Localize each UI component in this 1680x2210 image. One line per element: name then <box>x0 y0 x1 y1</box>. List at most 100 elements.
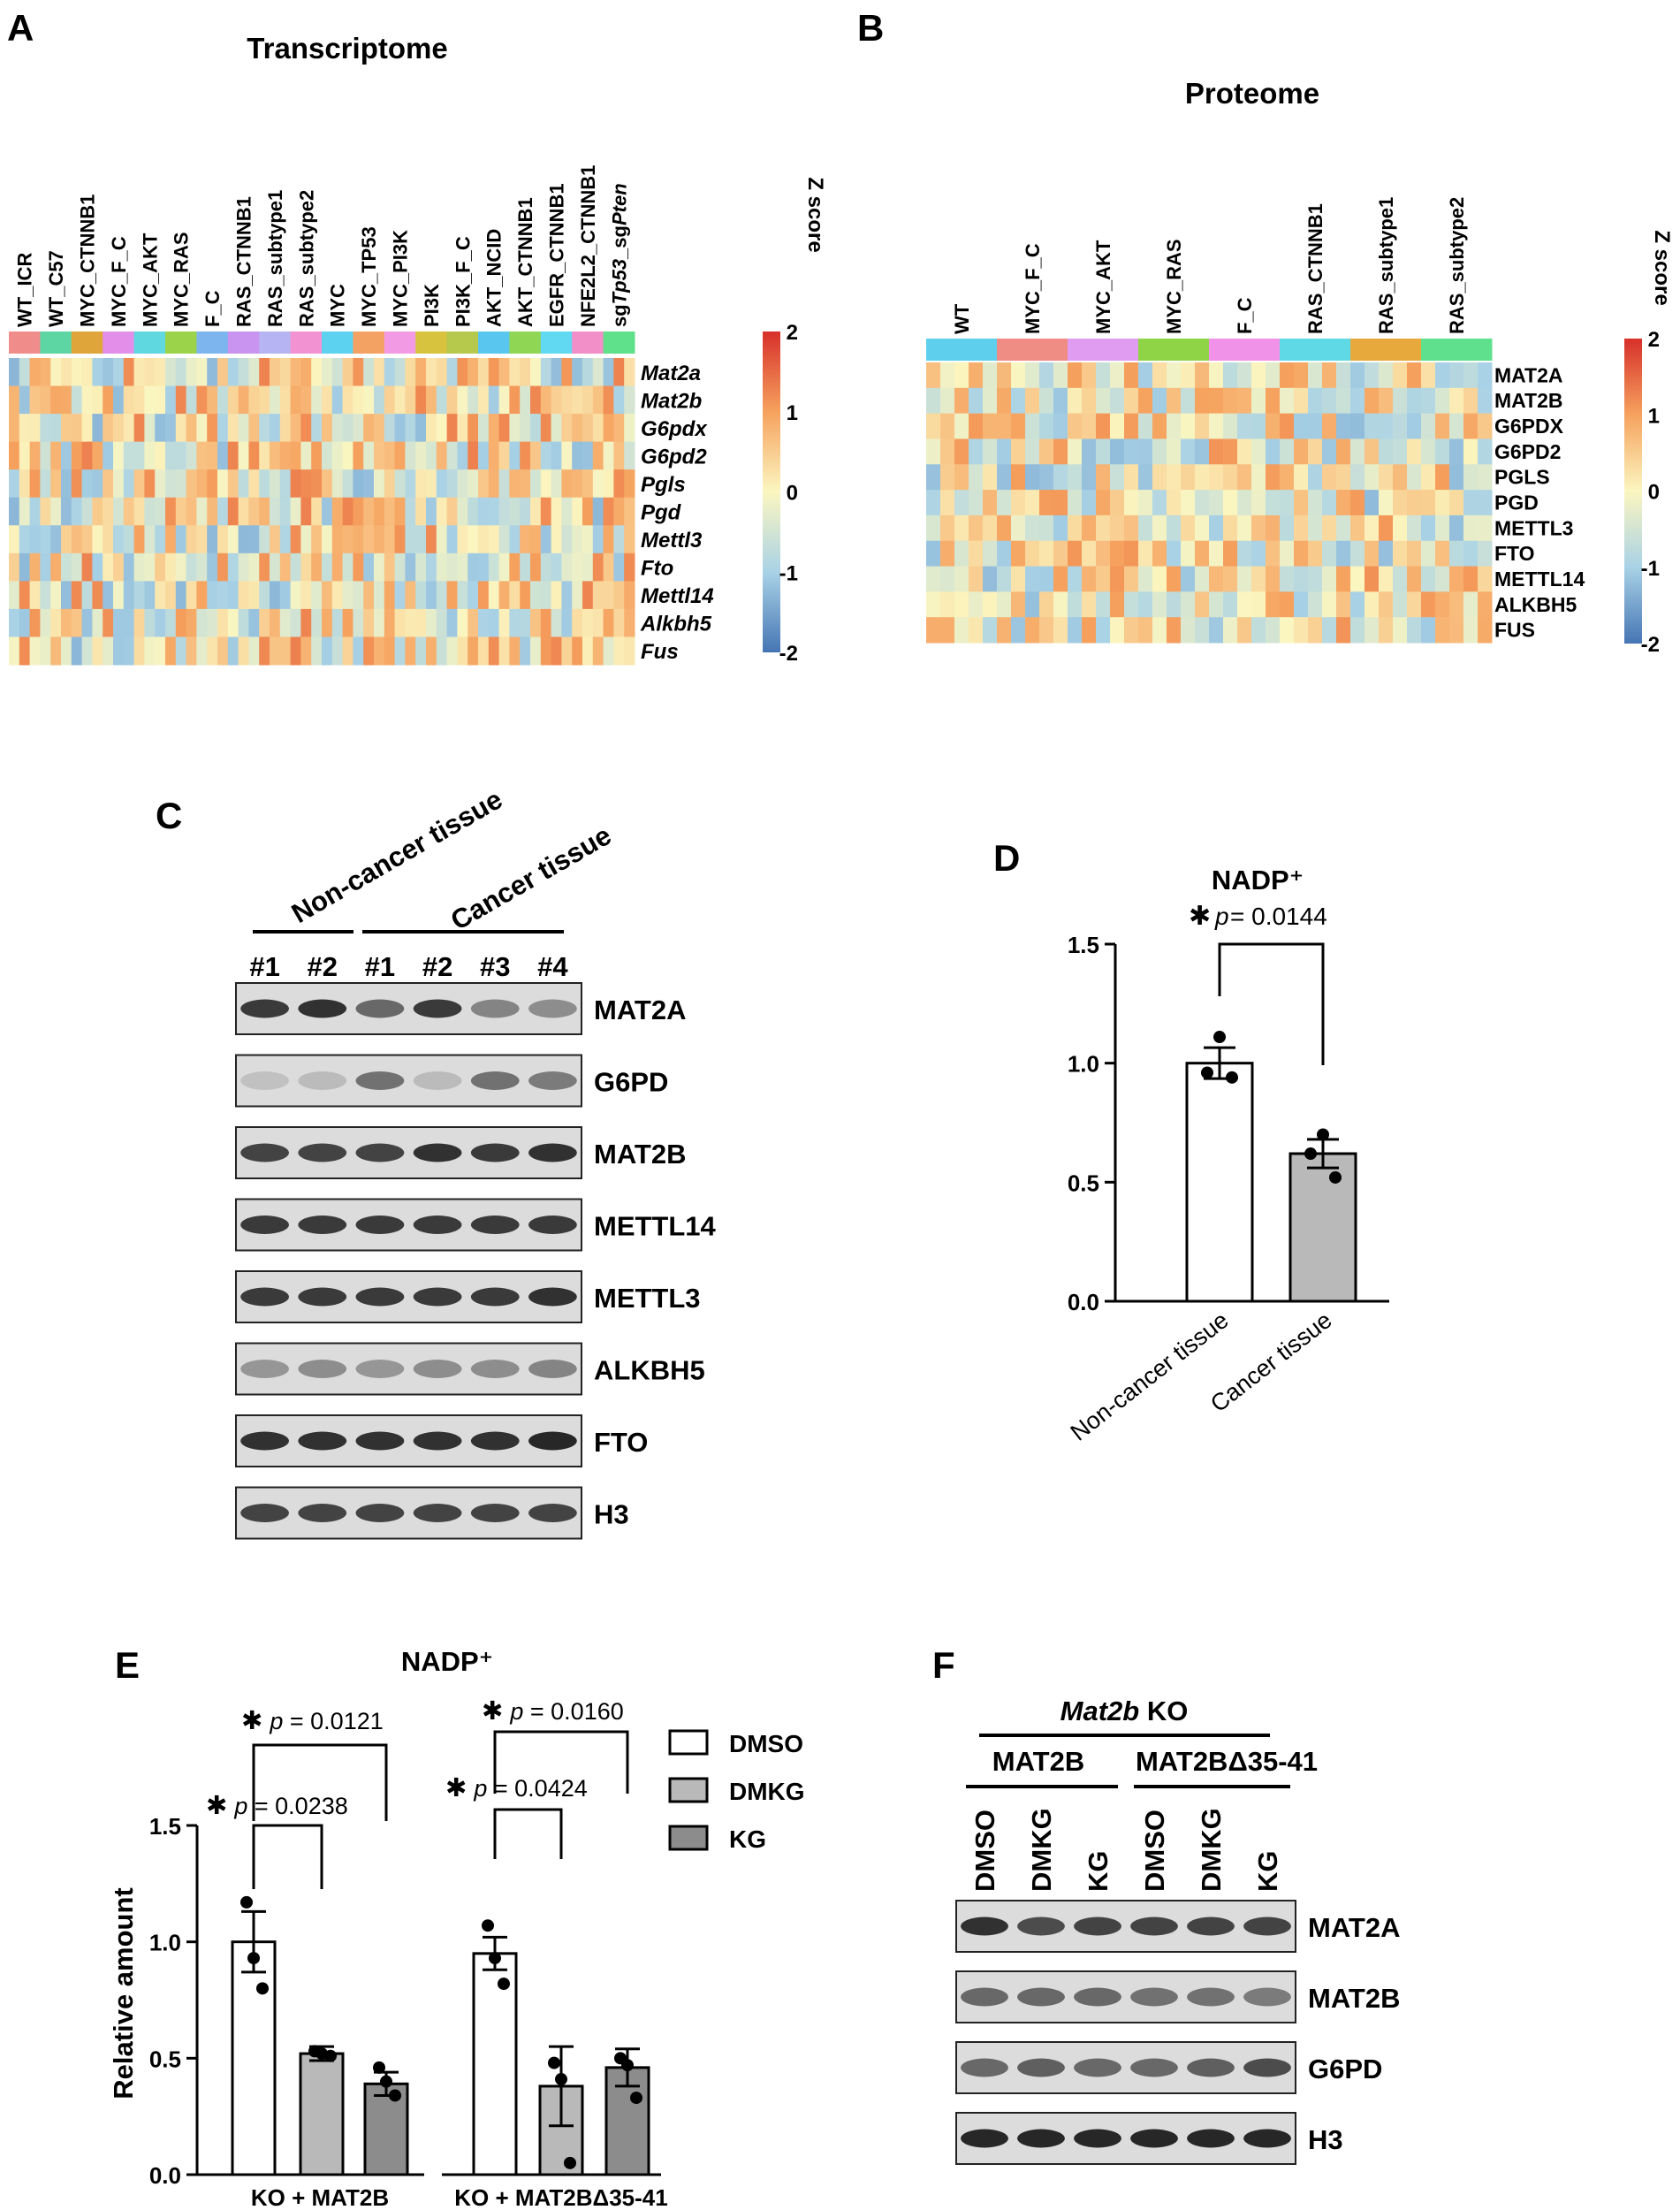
column-group-color <box>509 332 542 354</box>
heatmap-cell <box>270 385 281 415</box>
heatmap-cell <box>1181 438 1196 465</box>
heatmap-cell <box>311 385 323 415</box>
heatmap-cell <box>983 566 998 592</box>
blot-band <box>355 1071 405 1090</box>
heatmap-cell <box>1322 514 1337 542</box>
panel-f-header-ko: KO <box>1139 1696 1188 1726</box>
heatmap-cell <box>342 497 353 526</box>
heatmap-cell <box>446 469 458 499</box>
blot-frame <box>235 1126 582 1179</box>
heatmap-cell <box>1251 490 1266 516</box>
blot-label: MAT2A <box>594 994 686 1025</box>
heatmap-cell <box>572 469 583 499</box>
heatmap-cell <box>436 525 448 554</box>
heatmap-cell <box>1110 464 1125 491</box>
blot-band <box>1243 2058 1291 2077</box>
heatmap-cell <box>1039 540 1054 568</box>
p-label: p <box>473 1775 487 1802</box>
heatmap-cell <box>954 413 969 439</box>
heatmap-cell <box>520 414 531 443</box>
heatmap-cell <box>540 469 552 499</box>
heatmap-cell <box>1435 362 1450 389</box>
heatmap-cell <box>1336 464 1351 491</box>
heatmap-cell <box>394 581 406 610</box>
significance-star: ✱ <box>445 1774 474 1802</box>
panel-c-group-cancer: Cancer tissue <box>445 819 617 936</box>
y-tick-label: 0.0 <box>149 2162 181 2189</box>
row-label: Mat2b <box>641 389 702 413</box>
heatmap-cell <box>426 552 437 582</box>
heatmap-cell <box>133 358 145 387</box>
heatmap-cell <box>248 414 260 443</box>
heatmap-cell <box>530 469 542 499</box>
p-value: = 0.0424 <box>487 1775 587 1802</box>
heatmap-cell <box>61 414 72 443</box>
heatmap-cell <box>1294 413 1309 439</box>
heatmap-cell <box>61 581 72 610</box>
heatmap-cell <box>405 414 416 443</box>
heatmap-cell <box>1435 566 1450 592</box>
heatmap-cell <box>1209 566 1224 592</box>
heatmap-cell <box>186 608 197 637</box>
heatmap-cell <box>1393 617 1408 644</box>
heatmap-cell <box>1025 387 1040 415</box>
heatmap-cell <box>353 525 364 554</box>
heatmap-cell <box>1407 438 1422 465</box>
heatmap-cell <box>1223 617 1238 644</box>
heatmap-cell <box>290 581 301 610</box>
blot-band <box>413 1071 462 1090</box>
heatmap-cell <box>551 636 562 666</box>
heatmap-cell <box>1251 464 1266 491</box>
heatmap-cell <box>520 469 531 499</box>
heatmap-cell <box>592 525 604 554</box>
heatmap-cell <box>155 608 166 637</box>
heatmap-cell <box>227 385 239 415</box>
heatmap-cell <box>165 441 177 470</box>
heatmap-cell <box>342 525 353 554</box>
heatmap-cell <box>498 469 510 499</box>
heatmap-cell <box>1237 540 1252 568</box>
panel-b-heatmap <box>926 362 1493 644</box>
heatmap-cell <box>1011 387 1026 415</box>
heatmap-cell <box>926 566 941 592</box>
heatmap-cell <box>561 385 573 415</box>
row-label: G6PDX <box>1494 415 1564 438</box>
heatmap-cell <box>394 525 406 554</box>
zscore-tick: -2 <box>779 642 798 666</box>
heatmap-cell <box>279 581 292 610</box>
blot-band <box>470 1287 520 1307</box>
heatmap-cell <box>196 552 208 582</box>
panel-e-ylabel: Relative amount <box>108 1887 139 2099</box>
heatmap-cell <box>311 608 323 637</box>
blot-label: H3 <box>1308 2124 1343 2155</box>
heatmap-cell <box>983 362 998 389</box>
heatmap-cell <box>1195 438 1210 465</box>
panel-d-significance-bracket <box>1218 942 1325 1065</box>
heatmap-cell <box>290 414 301 443</box>
heatmap-cell <box>9 414 20 443</box>
heatmap-cell <box>363 581 375 610</box>
heatmap-cell <box>530 497 542 526</box>
heatmap-cell <box>582 581 594 610</box>
heatmap-cell <box>1251 387 1266 415</box>
column-group-color <box>227 332 260 354</box>
heatmap-cell <box>488 358 500 387</box>
heatmap-cell <box>551 358 562 387</box>
column-label: RAS_subtype1 <box>264 190 286 327</box>
heatmap-cell <box>384 636 396 666</box>
heatmap-cell <box>983 413 998 439</box>
heatmap-cell <box>1068 490 1083 516</box>
heatmap-cell <box>561 581 573 610</box>
heatmap-cell <box>940 464 955 491</box>
heatmap-cell <box>1379 540 1394 568</box>
blot-label: ALKBH5 <box>594 1355 705 1386</box>
heatmap-cell <box>983 387 998 415</box>
heatmap-cell <box>1266 591 1281 618</box>
heatmap-cell <box>415 525 427 554</box>
heatmap-cell <box>322 636 333 666</box>
heatmap-cell <box>468 608 479 637</box>
heatmap-cell <box>540 581 552 610</box>
heatmap-cell <box>71 581 83 610</box>
